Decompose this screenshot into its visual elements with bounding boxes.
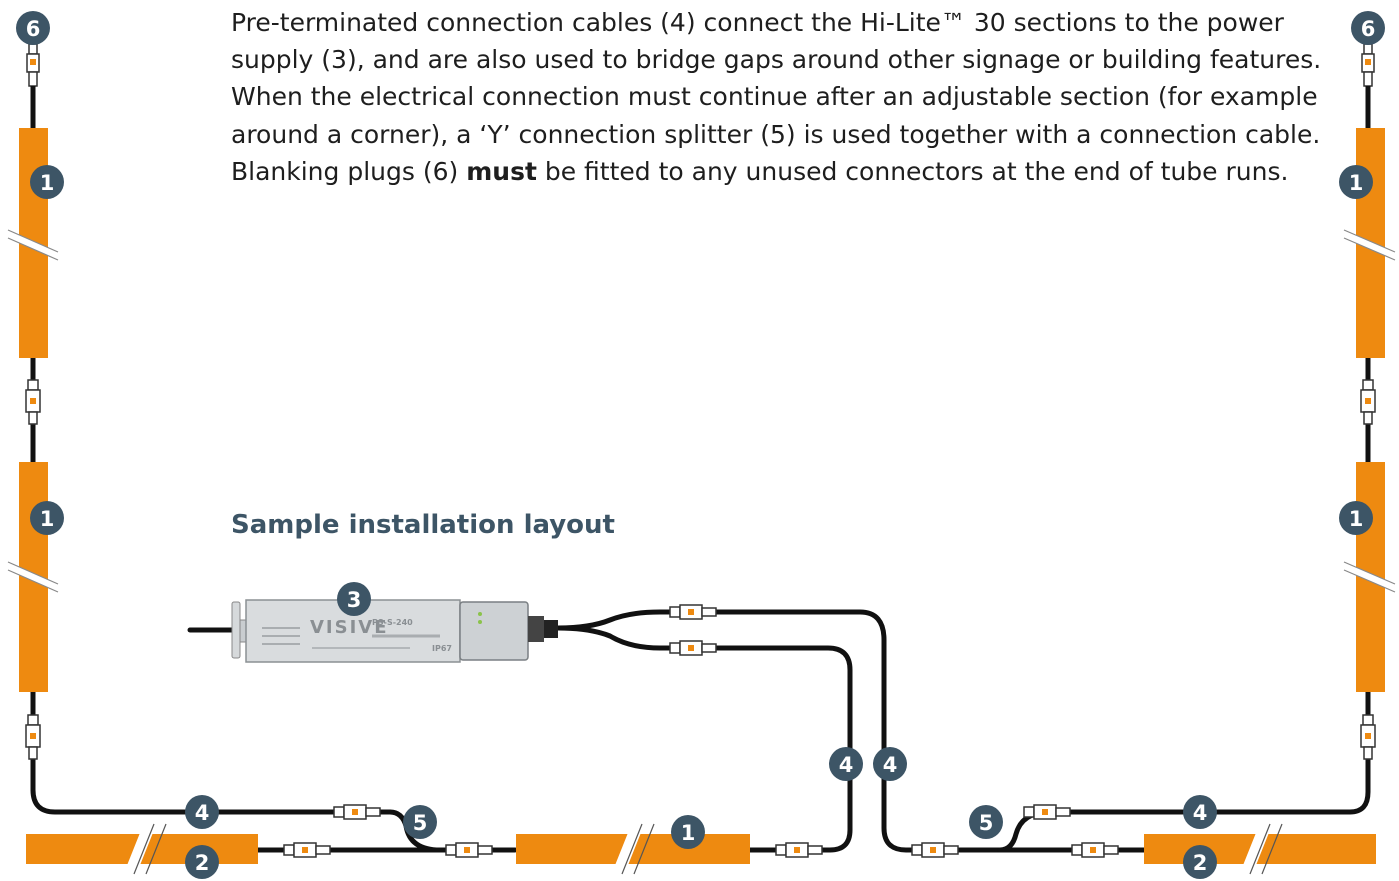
cut-mark xyxy=(6,562,60,592)
svg-text:1: 1 xyxy=(681,821,696,845)
badge-1-left-bottom: 1 xyxy=(30,501,64,535)
badge-4-outer: 4 xyxy=(873,747,907,781)
psu-rating: IP67 xyxy=(432,644,452,653)
svg-text:4: 4 xyxy=(883,753,898,777)
connector-adjustable-right xyxy=(1071,842,1119,858)
svg-text:5: 5 xyxy=(979,811,994,835)
svg-text:6: 6 xyxy=(1361,17,1376,41)
power-supply: VISIVE PS-S-240 IP67 xyxy=(231,599,558,663)
badge-2-left: 2 xyxy=(185,845,219,879)
connector-psu-upper xyxy=(669,604,717,620)
badges: 6 6 1 1 1 1 3 4 4 4 4 5 5 1 2 2 xyxy=(16,11,1385,879)
svg-text:2: 2 xyxy=(195,851,210,875)
psu-model: PS-S-240 xyxy=(372,618,413,627)
svg-text:5: 5 xyxy=(413,811,428,835)
cable-4-bottom-left xyxy=(30,787,393,815)
svg-text:4: 4 xyxy=(839,753,854,777)
description-text-a: Pre-terminated connection cables (4) con… xyxy=(231,8,1322,186)
connector-left-mid xyxy=(25,379,41,425)
svg-text:1: 1 xyxy=(1349,507,1364,531)
svg-text:1: 1 xyxy=(1349,171,1364,195)
badge-5-left: 5 xyxy=(403,805,437,839)
svg-text:3: 3 xyxy=(347,588,362,612)
psu-junction-box xyxy=(459,601,529,661)
badge-4-inner: 4 xyxy=(829,747,863,781)
svg-text:1: 1 xyxy=(40,171,55,195)
psu-brand: VISIVE xyxy=(310,617,389,638)
badge-1-right-bottom: 1 xyxy=(1339,501,1373,535)
cable-4-outer xyxy=(697,609,1003,853)
cut-mark xyxy=(1342,230,1397,260)
cut-mark xyxy=(612,821,644,877)
cable-4-inner xyxy=(697,645,853,853)
connector-psu-lower xyxy=(669,640,717,656)
badge-2-right: 2 xyxy=(1183,845,1217,879)
badge-5-right: 5 xyxy=(969,805,1003,839)
psu-output-lower xyxy=(555,625,703,651)
svg-text:6: 6 xyxy=(26,17,41,41)
badge-4-bottom-right: 4 xyxy=(1183,795,1217,829)
connector-bottom-left-cable xyxy=(333,804,381,820)
blanking-plug-left xyxy=(26,43,40,87)
badge-6-right: 6 xyxy=(1351,11,1385,45)
cut-mark xyxy=(124,821,156,877)
badge-4-bottom-left: 4 xyxy=(185,795,219,829)
svg-text:1: 1 xyxy=(40,507,55,531)
cut-mark xyxy=(1342,562,1397,592)
connector-right-low xyxy=(1360,714,1376,760)
svg-text:4: 4 xyxy=(195,801,210,825)
badge-1-bottom-middle: 1 xyxy=(671,815,705,849)
connectors xyxy=(25,43,1376,858)
badge-3-psu: 3 xyxy=(337,582,371,616)
cut-mark xyxy=(6,230,60,260)
bottom-tube-run xyxy=(26,821,1376,877)
connector-splitter-right xyxy=(1023,804,1071,820)
layout-title: Sample installation layout xyxy=(231,510,615,540)
description-emphasis: must xyxy=(466,156,537,186)
cut-mark xyxy=(1240,821,1272,877)
description-paragraph: Pre-terminated connection cables (4) con… xyxy=(231,4,1341,190)
svg-text:2: 2 xyxy=(1193,851,1208,875)
description-text-b: be fitted to any unused connectors at th… xyxy=(536,156,1289,186)
connector-splitter-left xyxy=(445,842,493,858)
svg-text:4: 4 xyxy=(1193,801,1208,825)
connector-middle-tube xyxy=(775,842,823,858)
badge-1-right-top: 1 xyxy=(1339,165,1373,199)
connector-outer-cable xyxy=(911,842,959,858)
cable-gland xyxy=(528,616,544,642)
badge-6-left: 6 xyxy=(16,11,50,45)
badge-1-left-top: 1 xyxy=(30,165,64,199)
connector-adjustable-left xyxy=(283,842,331,858)
connector-right-mid xyxy=(1360,379,1376,425)
blanking-plug-right xyxy=(1361,43,1375,87)
connector-left-low xyxy=(25,714,41,760)
